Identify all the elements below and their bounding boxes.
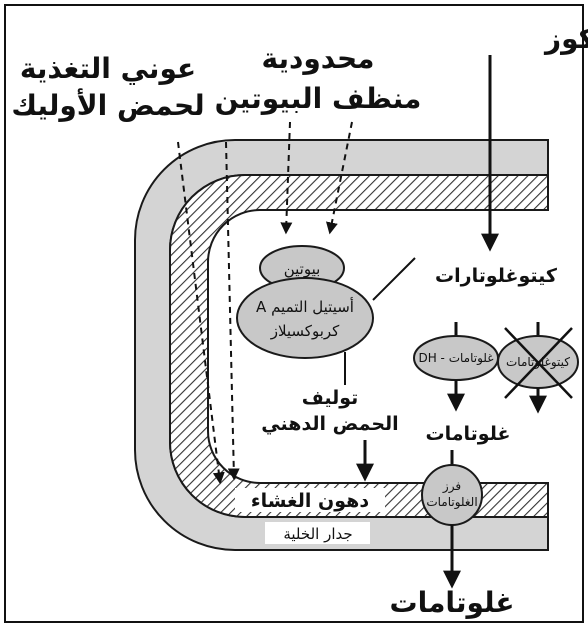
exporter-label-line2: الغلوتامات [426, 495, 477, 510]
oleic-dashed-arrow-2 [225, 141, 240, 481]
glutamate-out-label: غلوتامات [389, 586, 514, 619]
biotin-dashed-arrow-1 [280, 121, 293, 235]
cell-wall-label-backdrop [265, 522, 370, 544]
oleic-deficiency-line1: عوني التغذية [20, 52, 196, 85]
glucose-label: جلوكوز [543, 22, 588, 55]
biotin-dashed-arrow-2 [325, 121, 353, 235]
acc-label-line1: أسيتيل التميم A [256, 297, 354, 316]
membrane-band [169, 174, 549, 518]
membrane-label-backdrop [235, 488, 385, 512]
membrane-lipids-label: دهون الغشاء [251, 490, 369, 512]
kgdh-label: كيتوغلوتامات [506, 355, 570, 370]
gdh-label: غلوتامات - DH [418, 351, 493, 366]
biotin-limitation-line1: محدودية [262, 42, 375, 75]
acc-label-line2: كربوكسيلاز [270, 322, 340, 340]
acc-enzyme-body [236, 277, 374, 359]
ketoglutarate-label: كيتوغلوتارات [435, 265, 558, 287]
cell-wall-label: جدار الخلية [283, 525, 352, 543]
biotin-label: بيوتين [284, 260, 321, 278]
biotin-limitation-line2: منظف البيوتين [215, 82, 422, 115]
fa-synthesis-line1: توليف [302, 387, 359, 409]
oleic-dashed-arrow-1 [177, 141, 225, 485]
fa-synthesis-line2: الحمض الدهني [261, 413, 398, 435]
regulation-line-1 [372, 257, 416, 301]
exporter-label-line1: فرز [442, 479, 461, 494]
oleic-deficiency-line2: لحمض الأوليك [11, 88, 204, 122]
glutamate-inner-label: غلوتامات [426, 423, 511, 445]
kgdh-cross-line-2 [504, 327, 573, 399]
